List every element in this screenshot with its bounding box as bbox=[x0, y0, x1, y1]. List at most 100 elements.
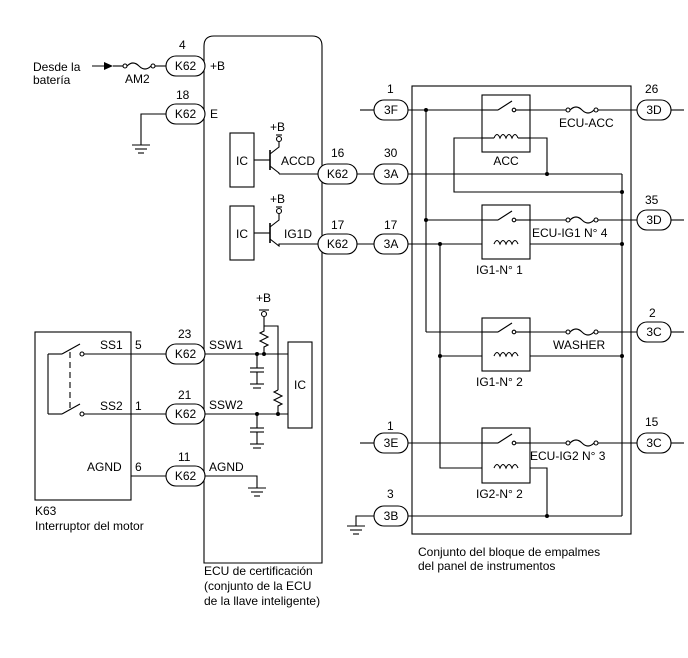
jb-connector-3a-30: 30 3A bbox=[373, 146, 409, 185]
svg-text:IG1-N° 1: IG1-N° 1 bbox=[476, 263, 523, 277]
battery-arrow-icon bbox=[104, 62, 113, 70]
ecu-pin-21: 21 K62 bbox=[165, 388, 206, 425]
battery-label-2: batería bbox=[33, 73, 71, 87]
jb-connector-3b: 3 3B bbox=[373, 487, 409, 527]
ecu-pin-17: 17 K62 bbox=[317, 218, 358, 255]
junction-caption-2: del panel de instrumentos bbox=[418, 559, 555, 573]
ecu-pin-11: 11 K62 bbox=[165, 450, 206, 487]
svg-text:3A: 3A bbox=[384, 167, 399, 181]
plus-b-ig1d: +B bbox=[270, 192, 285, 206]
ground-icon bbox=[248, 487, 266, 497]
svg-text:35: 35 bbox=[645, 193, 659, 207]
ss2-label: SS2 bbox=[100, 399, 123, 413]
ecu-pin-23: 23 K62 bbox=[165, 327, 206, 365]
svg-text:23: 23 bbox=[178, 327, 192, 341]
fuse-ecu-acc: ECU-ACC bbox=[530, 106, 637, 130]
svg-text:17: 17 bbox=[384, 218, 398, 232]
ic-accd-label: IC bbox=[236, 154, 248, 168]
svg-text:3A: 3A bbox=[384, 237, 399, 251]
svg-text:21: 21 bbox=[178, 388, 192, 402]
jb-connector-3d-26: 26 3D bbox=[636, 82, 672, 121]
svg-text:E: E bbox=[210, 107, 218, 121]
agnd-switch-label: AGND bbox=[87, 460, 122, 474]
fuse-ecu-ig2-no3: ECU-IG2 N° 3 bbox=[530, 439, 637, 463]
svg-text:3C: 3C bbox=[646, 325, 662, 339]
plus-b-ssw: +B bbox=[256, 291, 271, 305]
switch-id: K63 bbox=[35, 504, 57, 518]
ic-ig1d-label: IC bbox=[236, 227, 248, 241]
agnd-ecu-label: AGND bbox=[209, 460, 244, 474]
svg-text:K62: K62 bbox=[175, 469, 197, 483]
svg-text:4: 4 bbox=[179, 38, 186, 52]
agnd-switch-pin: 6 bbox=[135, 460, 142, 474]
jb-connector-3c-2: 2 3C bbox=[636, 306, 672, 343]
svg-text:K62: K62 bbox=[175, 407, 197, 421]
svg-text:15: 15 bbox=[645, 415, 659, 429]
svg-text:IG1-N° 2: IG1-N° 2 bbox=[476, 375, 523, 389]
battery-label-1: Desde la bbox=[33, 60, 81, 74]
svg-text:ECU-IG1 N° 4: ECU-IG1 N° 4 bbox=[532, 226, 608, 240]
am2-fuse-icon bbox=[126, 62, 152, 70]
accd-label: ACCD bbox=[281, 154, 315, 168]
relay-ig1-no1: IG1-N° 1 bbox=[476, 204, 531, 277]
ecu-pin-4: 4 K62 +B bbox=[165, 38, 225, 77]
plus-b-accd: +B bbox=[270, 120, 285, 134]
relay-acc: ACC bbox=[481, 94, 531, 168]
fuse-washer: WASHER bbox=[530, 328, 637, 352]
ss1-pin: 5 bbox=[135, 338, 142, 352]
relay-ig2-no2: IG2-N° 2 bbox=[476, 427, 531, 501]
ground-icon bbox=[347, 525, 365, 535]
svg-text:17: 17 bbox=[331, 218, 345, 232]
ecu-pin-18: 18 K62 E bbox=[165, 88, 218, 125]
svg-text:16: 16 bbox=[331, 146, 345, 160]
ground-icon bbox=[132, 144, 150, 154]
svg-text:K62: K62 bbox=[327, 237, 349, 251]
svg-text:26: 26 bbox=[645, 82, 659, 96]
svg-text:2: 2 bbox=[649, 306, 656, 320]
ic-ig1d bbox=[229, 205, 255, 261]
svg-text:WASHER: WASHER bbox=[553, 338, 606, 352]
svg-text:18: 18 bbox=[176, 88, 190, 102]
jb-connector-3c-15: 15 3C bbox=[636, 415, 672, 454]
ecu-body bbox=[203, 35, 323, 564]
ic-ssw bbox=[287, 341, 313, 429]
svg-text:ECU-IG2 N° 3: ECU-IG2 N° 3 bbox=[530, 449, 606, 463]
ssw2-label: SSW2 bbox=[209, 398, 243, 412]
svg-text:IG2-N° 2: IG2-N° 2 bbox=[476, 487, 523, 501]
svg-text:3F: 3F bbox=[384, 103, 398, 117]
svg-text:+B: +B bbox=[210, 59, 225, 73]
jb-connector-3e: 1 3E bbox=[373, 419, 409, 454]
jb-connector-3f: 1 3F bbox=[373, 82, 409, 121]
ecu-caption-2: (conjunto de la ECU bbox=[204, 579, 311, 593]
ic-ssw-label: IC bbox=[294, 378, 306, 392]
ss1-label: SS1 bbox=[100, 338, 123, 352]
relay-ig1-no2: IG1-N° 2 bbox=[476, 317, 531, 389]
fuse-am2-label: AM2 bbox=[125, 72, 150, 86]
switch-contact-ss1 bbox=[48, 343, 85, 357]
svg-text:ECU-ACC: ECU-ACC bbox=[559, 116, 614, 130]
ssw1-label: SSW1 bbox=[209, 338, 243, 352]
jb-connector-3d-35: 35 3D bbox=[636, 193, 672, 231]
svg-text:K62: K62 bbox=[175, 347, 197, 361]
ss2-pin: 1 bbox=[135, 399, 142, 413]
svg-text:K62: K62 bbox=[175, 107, 197, 121]
svg-text:3D: 3D bbox=[646, 213, 662, 227]
ecu-caption-3: de la llave inteligente) bbox=[204, 594, 320, 608]
svg-text:1: 1 bbox=[387, 419, 394, 433]
svg-text:3B: 3B bbox=[384, 509, 399, 523]
svg-text:ACC: ACC bbox=[493, 154, 519, 168]
svg-text:3: 3 bbox=[387, 487, 394, 501]
ecu-pin-16: 16 K62 bbox=[317, 146, 358, 185]
fuse-ecu-ig1-no4: ECU-IG1 N° 4 bbox=[530, 216, 637, 240]
svg-text:3C: 3C bbox=[646, 436, 662, 450]
jb-connector-3a-17: 17 3A bbox=[373, 218, 409, 255]
svg-text:30: 30 bbox=[384, 146, 398, 160]
ig1d-label: IG1D bbox=[284, 227, 312, 241]
svg-text:3E: 3E bbox=[384, 436, 399, 450]
svg-text:3D: 3D bbox=[646, 103, 662, 117]
svg-text:1: 1 bbox=[387, 82, 394, 96]
junction-caption-1: Conjunto del bloque de empalmes bbox=[418, 545, 600, 559]
svg-text:K62: K62 bbox=[327, 167, 349, 181]
svg-text:11: 11 bbox=[178, 450, 191, 464]
